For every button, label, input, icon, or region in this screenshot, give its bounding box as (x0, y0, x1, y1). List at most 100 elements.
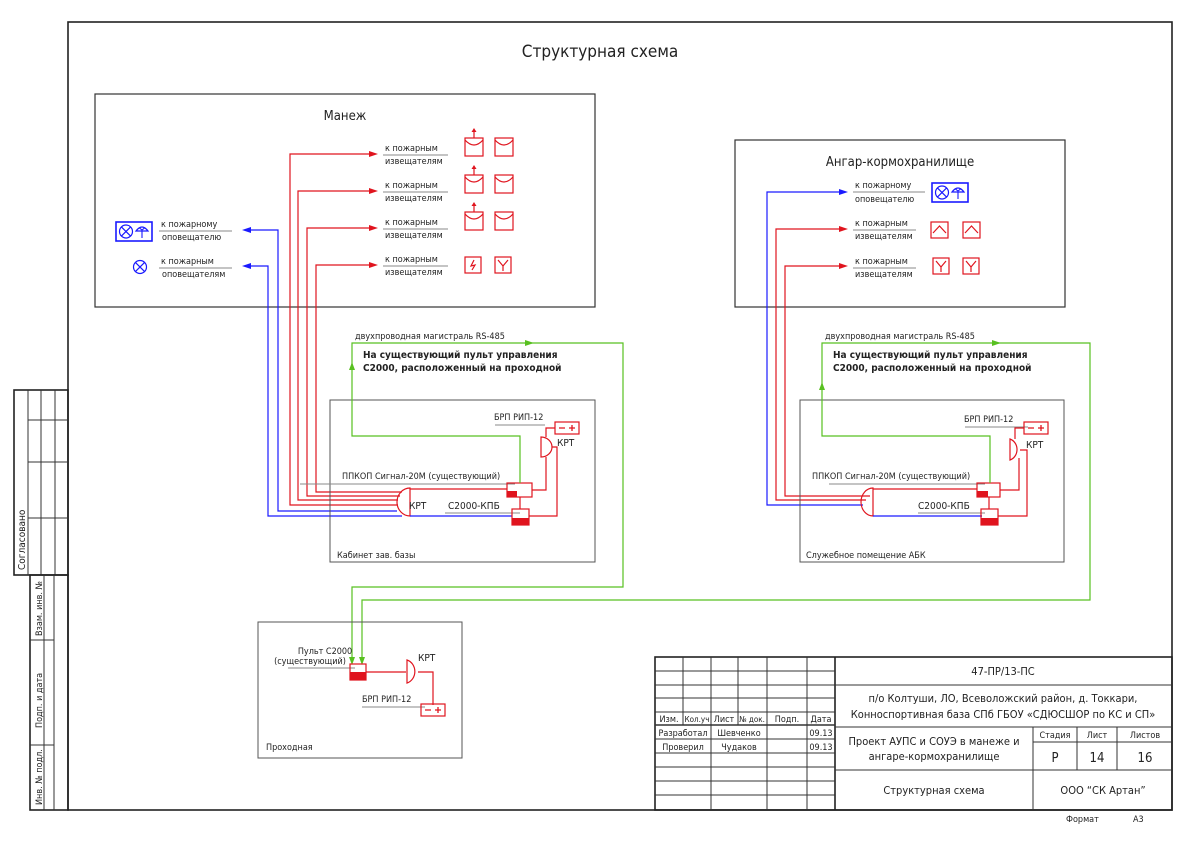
company-name: ООО “СК Артан” (1060, 784, 1145, 797)
note-line1: На существующий пульт управления (363, 350, 558, 361)
svg-text:извещателям: извещателям (385, 231, 443, 241)
krt-label: КРТ (557, 438, 575, 449)
address-line2: Конноспортивная база СПб ГБОУ «СДЮСШОР п… (851, 708, 1156, 721)
agreed-label: Согласовано (17, 509, 28, 570)
flame-detector-icon (464, 256, 482, 274)
svg-text:к пожарным: к пожарным (385, 255, 438, 265)
svg-text:к пожарному: к пожарному (855, 181, 911, 191)
junction-box-icon (540, 436, 553, 458)
detector-row: к пожарным извещателям (383, 202, 514, 241)
annunciator-row: к пожарному оповещателю (853, 181, 968, 205)
sheet-title: Структурная схема (522, 42, 678, 62)
manual-call-point-icon (932, 257, 950, 275)
svg-text:Лист: Лист (1087, 731, 1108, 741)
battery-icon (420, 703, 446, 717)
sheet-value: 14 (1090, 751, 1105, 766)
hangar-title: Ангар-кормохранилище (826, 155, 974, 170)
stage-value: Р (1051, 751, 1058, 766)
light-sound-annunciator-icon (932, 183, 968, 202)
hangar-box (734, 139, 1066, 308)
smoke-detector-icon (494, 174, 514, 194)
hangar-section: Ангар-кормохранилище к пожарному оповеща… (359, 139, 1091, 665)
svg-text:Изм.: Изм. (659, 715, 678, 725)
detector-row: к пожарным извещателям (383, 255, 512, 278)
heat-detector-icon (962, 221, 981, 239)
battery-icon (1023, 421, 1049, 435)
svg-text:Чудаков: Чудаков (721, 743, 757, 753)
detector-row: к пожарным извещателям (383, 165, 514, 204)
annunciator-loops (242, 227, 402, 517)
brp-label: БРП РИП-12 (964, 415, 1013, 425)
svg-text:извещателям: извещателям (385, 194, 443, 204)
format-label: Формат (1066, 815, 1099, 825)
svg-text:к пожарным: к пожарным (385, 218, 438, 228)
manual-call-point-icon (962, 257, 980, 275)
panel-label-line1: Пульт С2000 (298, 647, 352, 657)
ppkop-label: ППКОП Сигнал-20М (существующий) (342, 472, 500, 482)
title-block: Изм. Кол.уч Лист № док. Подп. Дата Разра… (654, 656, 1173, 825)
heat-detector-icon (930, 221, 949, 239)
project-line1: Проект АУПС и СОУЭ в манеже и (848, 735, 1019, 748)
svg-text:к пожарным: к пожарным (385, 181, 438, 191)
person-row: Проверил Чудаков 09.13 (662, 743, 832, 753)
annunciator-row: к пожарному оповещателю (116, 220, 232, 243)
svg-text:Подп.: Подп. (775, 715, 800, 725)
kpb-label: С2000-КПБ (918, 501, 970, 512)
smoke-detector-with-output-icon (465, 128, 483, 156)
svg-text:Дата: Дата (811, 715, 832, 725)
gatehouse-box (257, 621, 463, 759)
svg-text:№ док.: № док. (739, 715, 765, 724)
junction-box-icon (406, 659, 416, 684)
rs485-label: двухпроводная магистраль RS-485 (825, 332, 975, 342)
svg-text:09.13: 09.13 (809, 729, 832, 739)
service-room-label: Служебное помещение АБК (806, 550, 926, 561)
junction-box-icon (860, 487, 874, 517)
svg-text:оповещателю: оповещателю (162, 233, 221, 243)
office-room-box (329, 399, 596, 563)
smoke-detector-icon (494, 211, 514, 231)
fire-detector-loops (289, 151, 402, 506)
svg-text:Листов: Листов (1130, 731, 1160, 741)
brp-label: БРП РИП-12 (494, 413, 543, 423)
svg-text:извещателям: извещателям (385, 157, 443, 167)
smoke-detector-icon (494, 137, 514, 157)
krt-label: КРТ (409, 501, 427, 512)
light-annunciator-icon (132, 259, 148, 275)
krt-label: КРТ (418, 653, 436, 664)
battery-icon (554, 421, 580, 435)
svg-text:Проверил: Проверил (662, 743, 704, 753)
rs485-label: двухпроводная магистраль RS-485 (355, 332, 505, 342)
annunciator-row: к пожарным оповещателям (132, 257, 232, 280)
inv-orig-label: Инв. № подл. (35, 749, 45, 805)
brp-label: БРП РИП-12 (362, 695, 411, 705)
svg-text:Лист: Лист (714, 715, 735, 725)
project-line2: ангаре-кормохранилище (869, 750, 1000, 763)
svg-text:к пожарным: к пожарным (161, 257, 214, 267)
manege-box (94, 93, 596, 308)
detector-row: к пожарным извещателям (853, 257, 980, 280)
svg-text:09.13: 09.13 (809, 743, 832, 753)
svg-text:извещателям: извещателям (385, 268, 443, 278)
svg-text:к пожарным: к пожарным (385, 144, 438, 154)
detector-row: к пожарным извещателям (853, 219, 981, 242)
svg-text:оповещателю: оповещателю (855, 195, 914, 205)
gatehouse-label: Проходная (266, 743, 313, 753)
sheets-value: 16 (1138, 751, 1153, 766)
smoke-detector-with-output-icon (465, 202, 483, 230)
junction-box-icon (396, 487, 411, 517)
detector-row: к пожарным извещателям (383, 128, 514, 167)
side-stamp: Согласовано Взам. инв. № Подп. и дата Ин… (13, 389, 69, 811)
replaced-inv-label: Взам. инв. № (35, 580, 45, 636)
svg-text:Стадия: Стадия (1039, 731, 1070, 741)
panel-label-line2: (существующий) (274, 657, 346, 667)
kpb-label: С2000-КПБ (448, 501, 500, 512)
svg-text:оповещателям: оповещателям (162, 270, 225, 280)
note-line1: На существующий пульт управления (833, 350, 1028, 361)
smoke-detector-with-output-icon (465, 165, 483, 193)
manual-call-point-icon (494, 256, 512, 274)
sign-date-label: Подп. и дата (35, 673, 45, 728)
svg-text:Шевченко: Шевченко (717, 729, 760, 739)
krt-label: КРТ (1026, 440, 1044, 451)
svg-text:извещателям: извещателям (855, 232, 913, 242)
